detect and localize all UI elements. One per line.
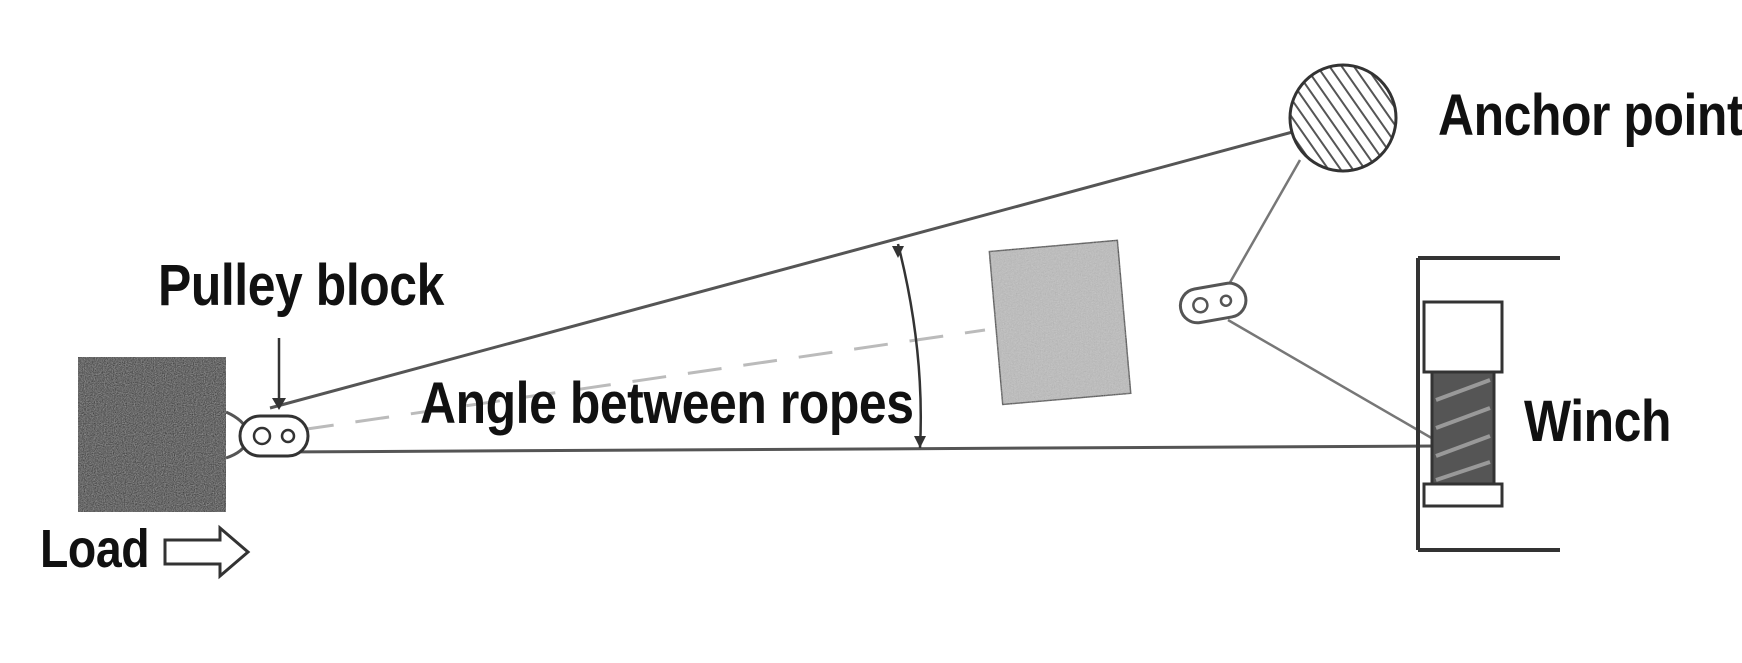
- load-travel-path: [299, 328, 986, 432]
- direction-arrow-icon: [163, 524, 251, 580]
- moved-rope-lines: [1226, 159, 1436, 442]
- angle-arc-arrow-bottom: [914, 436, 926, 448]
- label-pulley-block: Pulley block: [158, 253, 444, 318]
- angle-arc-arrow-top: [892, 246, 904, 258]
- label-winch: Winch: [1524, 389, 1672, 454]
- angle-arc: [896, 243, 923, 449]
- rope-lines: [269, 128, 1436, 454]
- pulley-block-icon: [238, 414, 310, 458]
- label-load: Load: [40, 519, 150, 579]
- rope-to-winch: [274, 444, 1436, 454]
- load-block: [78, 357, 226, 512]
- moved-pulley-block-icon: [1178, 281, 1248, 325]
- moved-load: [986, 237, 1134, 407]
- label-angle-between-ropes: Angle between ropes: [420, 371, 914, 436]
- anchor-point-icon: [1288, 63, 1398, 173]
- winch-icon: [1416, 256, 1560, 552]
- pulley-block-pointer-head: [272, 398, 286, 410]
- label-anchor-point: Anchor point: [1438, 83, 1742, 148]
- rope-to-anchor: [269, 128, 1301, 410]
